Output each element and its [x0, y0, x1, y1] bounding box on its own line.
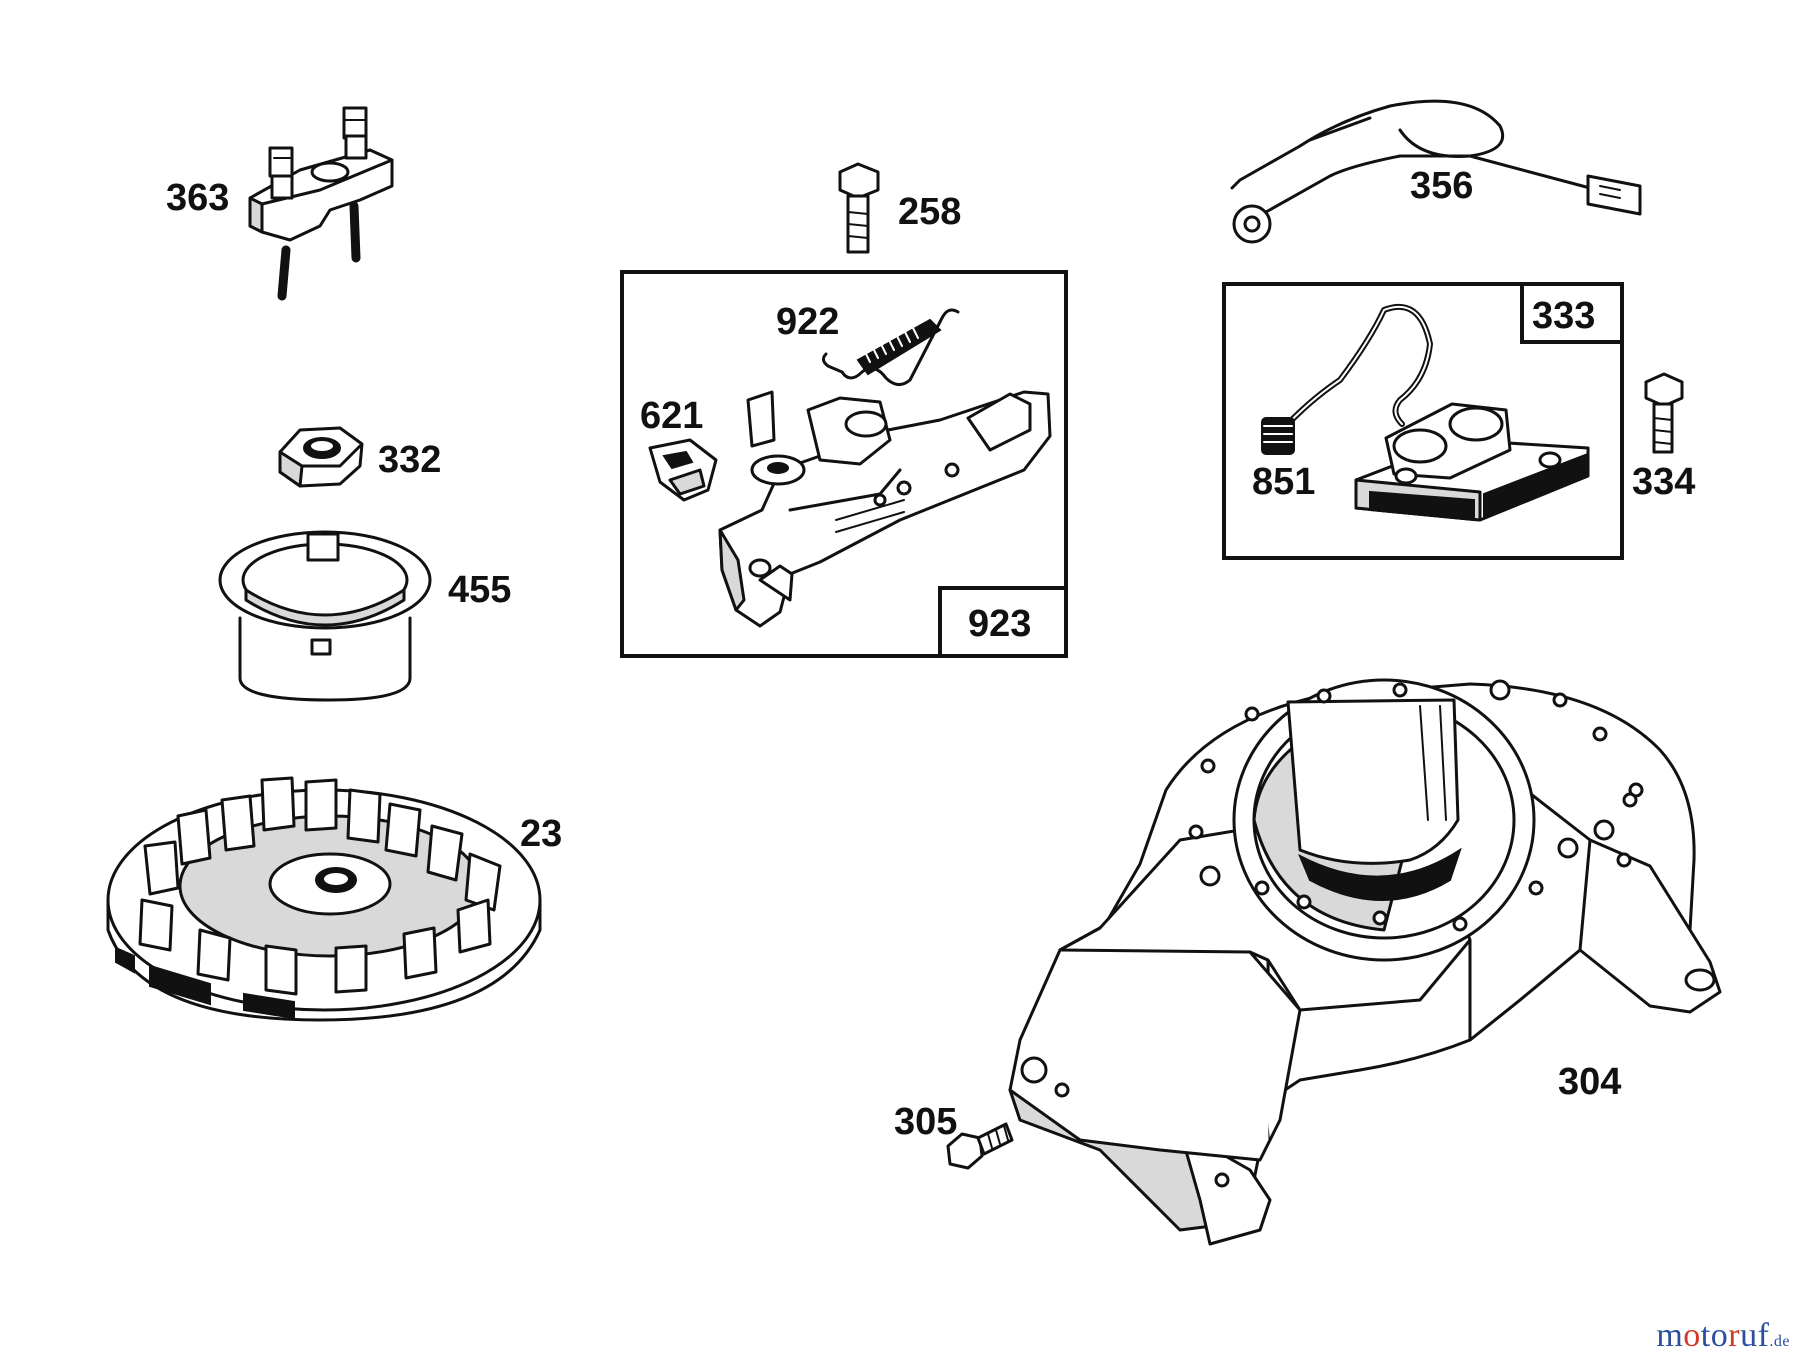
part-356-wire — [1230, 99, 1642, 244]
label-304: 304 — [1558, 1061, 1621, 1103]
part-851-spark-plug-terminal — [1261, 303, 1433, 455]
watermark-letter: t — [1700, 1317, 1711, 1354]
label-455: 455 — [448, 569, 511, 611]
label-305: 305 — [894, 1101, 957, 1143]
label-333: 333 — [1532, 295, 1595, 337]
part-922-spring — [821, 308, 960, 386]
watermark-letter: u — [1740, 1317, 1758, 1354]
part-258-bolt — [838, 162, 880, 254]
label-334: 334 — [1632, 461, 1695, 503]
part-455-cup — [218, 530, 432, 702]
callout-labels: 363 332 455 23 258 922 621 923 356 333 8… — [166, 165, 1695, 1143]
part-332-nut — [278, 426, 364, 488]
housing-bolt-holes — [1020, 679, 1644, 1188]
label-356: 356 — [1410, 165, 1473, 207]
part-305-bolt — [946, 1122, 1014, 1170]
watermark-letter: o — [1683, 1317, 1701, 1354]
part-363-bracket — [248, 106, 394, 301]
watermark-letter: m — [1656, 1317, 1684, 1354]
label-23: 23 — [520, 813, 562, 855]
label-332: 332 — [378, 439, 441, 481]
label-851: 851 — [1252, 461, 1315, 503]
label-923: 923 — [968, 603, 1031, 645]
label-258: 258 — [898, 191, 961, 233]
label-922: 922 — [776, 301, 839, 343]
part-621-clip — [648, 438, 718, 502]
watermark-letter: f — [1757, 1317, 1770, 1354]
watermark-text: motoruf — [1656, 1317, 1769, 1354]
watermark-logo: motoruf.de — [1656, 1317, 1790, 1355]
part-governor-bracket — [718, 390, 1052, 628]
kit-box-333 — [1222, 282, 1624, 560]
part-304-blower-housing — [1008, 678, 1722, 1246]
watermark-letter: o — [1710, 1317, 1729, 1354]
kit-box-923 — [620, 270, 1068, 658]
part-ignition-coil — [1354, 402, 1590, 522]
part-334-bolt — [1644, 372, 1684, 454]
label-363: 363 — [166, 177, 229, 219]
watermark-letter: r — [1728, 1317, 1741, 1354]
part-23-flywheel — [106, 776, 542, 1022]
watermark-suffix: .de — [1769, 1333, 1790, 1350]
label-621: 621 — [640, 395, 703, 437]
